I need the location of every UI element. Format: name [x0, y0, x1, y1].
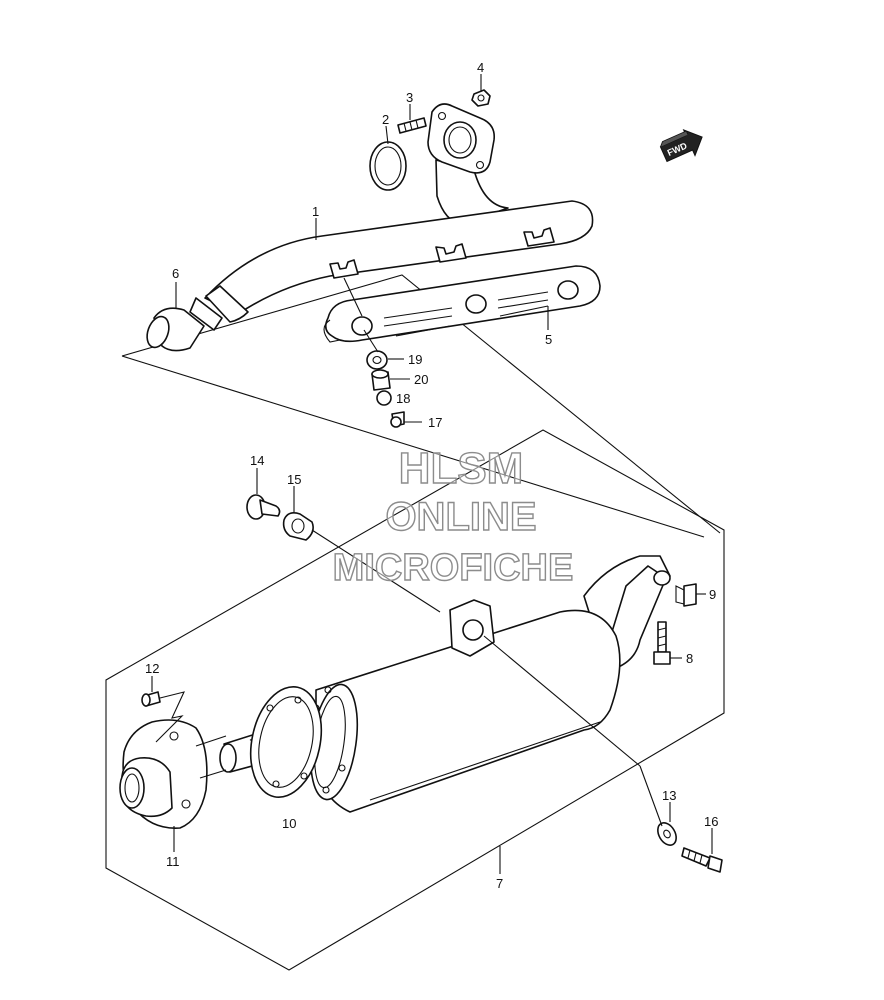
mount-line-bracket [343, 277, 363, 317]
part-9-clip-nut [675, 583, 697, 607]
callout-19: 19 [408, 352, 422, 367]
watermark: HLSM ONLINE MICROFICHE [332, 443, 574, 589]
part-10-end-gasket [249, 685, 323, 799]
watermark-line-2: ONLINE [385, 495, 536, 539]
leader-2 [385, 125, 389, 145]
part-1-exhaust-pipe [189, 159, 594, 331]
part-14-bolt [246, 494, 281, 520]
part-16-flange-bolt [681, 847, 723, 873]
callout-14: 14 [250, 453, 264, 468]
mount-line-grommet [311, 529, 441, 613]
callout-20: 20 [414, 372, 428, 387]
part-19-collar [366, 350, 388, 370]
part-4-nut [471, 89, 491, 107]
callout-12: 12 [145, 661, 159, 676]
callout-17: 17 [428, 415, 442, 430]
part-1-exhaust-flange [427, 103, 496, 174]
callout-11: 11 [166, 854, 180, 869]
callout-3: 3 [406, 90, 413, 105]
watermark-line-1: HLSM [399, 444, 524, 493]
mount-line-stack [363, 329, 379, 353]
part-12-screw [141, 691, 161, 707]
part-15-grommet [282, 512, 314, 541]
watermark-line-3: MICROFICHE [333, 547, 574, 589]
part-18-washer [376, 390, 392, 406]
part-13-washer [657, 822, 677, 846]
callout-16: 16 [704, 814, 718, 829]
callout-15: 15 [287, 472, 301, 487]
callout-7: 7 [496, 876, 503, 891]
callout-10: 10 [282, 816, 296, 831]
part-20-cushion [371, 369, 391, 391]
callout-18: 18 [396, 391, 410, 406]
part-8-bolt [653, 621, 671, 665]
callout-4: 4 [477, 60, 484, 75]
callout-1: 1 [312, 204, 319, 219]
muffler-assembly-boundary [105, 429, 725, 971]
callout-6: 6 [172, 266, 179, 281]
part-3-stud [397, 117, 427, 134]
callout-8: 8 [686, 651, 693, 666]
fwd-direction-arrow: FWD [659, 129, 703, 163]
callout-2: 2 [382, 112, 389, 127]
part-17-bolt [390, 411, 405, 428]
callout-13: 13 [662, 788, 676, 803]
callout-5: 5 [545, 332, 552, 347]
mount-line-bolt-to-washer [483, 635, 641, 767]
part-2-gasket [369, 141, 407, 191]
part-6-pipe-joint [146, 307, 205, 352]
mount-line-washer-down [639, 765, 663, 827]
part-11-end-cap [119, 719, 227, 829]
part-12-leader-zigzag [155, 691, 185, 743]
part-5-heat-shield [323, 265, 601, 343]
callout-9: 9 [709, 587, 716, 602]
upper-assembly-boundary-lower [121, 355, 705, 538]
